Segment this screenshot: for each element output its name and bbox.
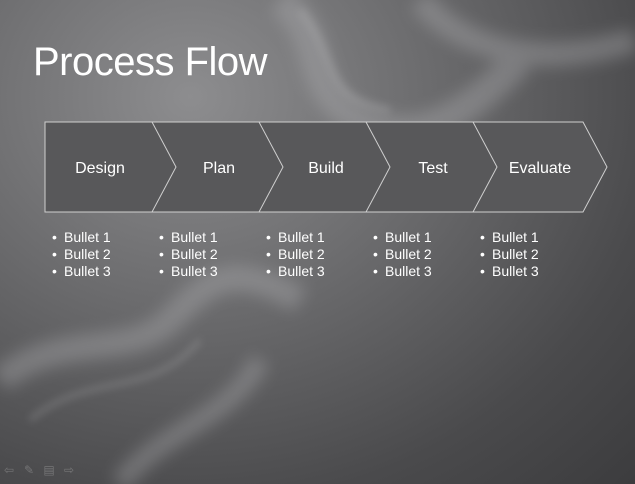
chevron-label: Evaluate xyxy=(509,160,571,177)
bullet-item: Bullet 3 xyxy=(266,263,325,280)
bullet-item: Bullet 3 xyxy=(159,263,218,280)
bullet-item: Bullet 2 xyxy=(373,246,432,263)
chevron-label: Plan xyxy=(203,160,235,177)
bullet-list-build: Bullet 1Bullet 2Bullet 3 xyxy=(266,229,325,280)
bullet-item: Bullet 1 xyxy=(373,229,432,246)
slide-title: Process Flow xyxy=(33,40,268,84)
chevron-label: Test xyxy=(418,160,448,177)
bullet-list-design: Bullet 1Bullet 2Bullet 3 xyxy=(52,229,111,280)
bullet-item: Bullet 2 xyxy=(266,246,325,263)
arrow-right-icon[interactable]: ⇨ xyxy=(63,463,75,477)
bullet-item: Bullet 3 xyxy=(373,263,432,280)
bullet-list-evaluate: Bullet 1Bullet 2Bullet 3 xyxy=(480,229,539,280)
chevron-evaluate xyxy=(472,121,608,213)
bullet-list-test: Bullet 1Bullet 2Bullet 3 xyxy=(373,229,432,280)
bullet-item: Bullet 3 xyxy=(52,263,111,280)
slide-menu-icon[interactable]: ▤ xyxy=(43,463,55,477)
bullet-item: Bullet 3 xyxy=(480,263,539,280)
chevron-label: Build xyxy=(308,160,344,177)
bullet-item: Bullet 2 xyxy=(480,246,539,263)
bullet-list-plan: Bullet 1Bullet 2Bullet 3 xyxy=(159,229,218,280)
bullet-item: Bullet 1 xyxy=(52,229,111,246)
slideshow-controls: ⇦ ✎ ▤ ⇨ xyxy=(2,463,76,477)
bullet-item: Bullet 1 xyxy=(266,229,325,246)
bullet-item: Bullet 2 xyxy=(52,246,111,263)
chevron-label: Design xyxy=(75,160,125,177)
bullet-item: Bullet 1 xyxy=(480,229,539,246)
pen-icon[interactable]: ✎ xyxy=(23,463,35,477)
bullet-item: Bullet 1 xyxy=(159,229,218,246)
bullet-item: Bullet 2 xyxy=(159,246,218,263)
arrow-left-icon[interactable]: ⇦ xyxy=(3,463,15,477)
